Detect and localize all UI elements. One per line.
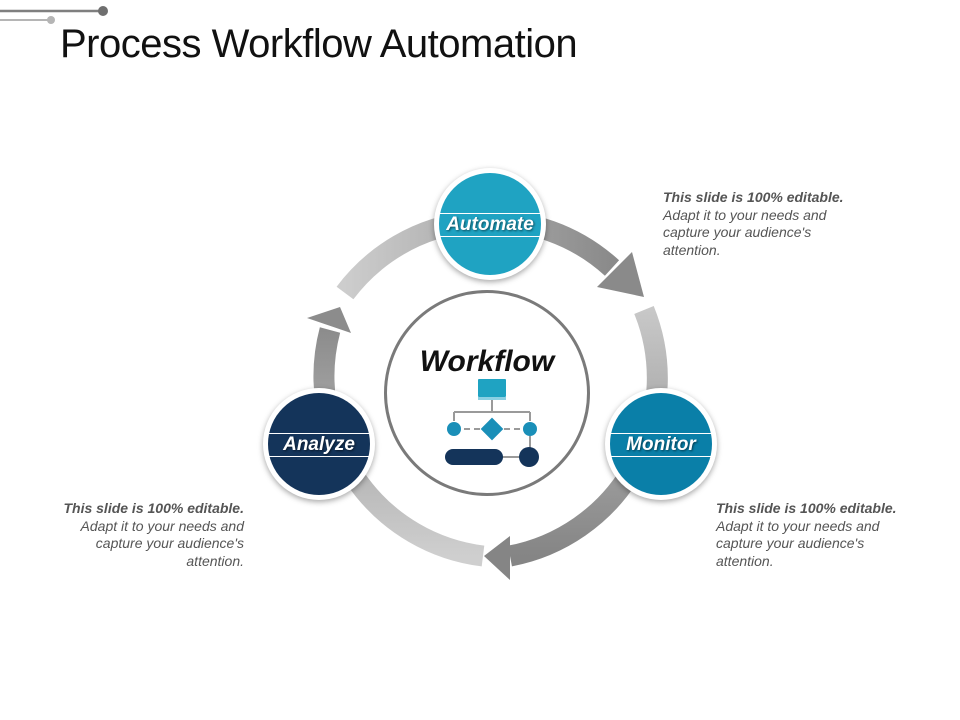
- note-bottom-right-body: Adapt it to your needs and capture your …: [716, 517, 880, 569]
- node-monitor-label: Monitor: [626, 434, 696, 455]
- note-bottom-left-body: Adapt it to your needs and capture your …: [80, 517, 244, 569]
- workflow-flowchart-icon: [445, 379, 539, 467]
- arrow-head-left: [307, 307, 351, 333]
- page-title: Process Workflow Automation: [60, 22, 578, 66]
- note-bottom-right: This slide is 100% editable. Adapt it to…: [716, 500, 911, 570]
- node-automate: Automate: [434, 168, 546, 280]
- arrow-head-right: [484, 536, 510, 580]
- center-workflow-circle: Workflow: [384, 290, 590, 496]
- node-analyze-circle: Analyze: [266, 393, 372, 495]
- node-monitor: Monitor: [605, 388, 717, 500]
- node-monitor-circle: Monitor: [608, 393, 714, 495]
- note-top-right-heading: This slide is 100% editable.: [663, 189, 844, 205]
- note-bottom-left-heading: This slide is 100% editable.: [63, 500, 244, 516]
- corner-decoration: [0, 6, 108, 24]
- node-automate-label: Automate: [446, 214, 534, 235]
- arrow-head-top: [597, 252, 644, 297]
- node-automate-band: [437, 213, 543, 237]
- center-label: Workflow: [419, 345, 555, 378]
- note-top-right-body: Adapt it to your needs and capture your …: [663, 206, 827, 258]
- node-monitor-band: [608, 433, 714, 457]
- node-automate-circle: Automate: [437, 173, 543, 275]
- note-top-right: This slide is 100% editable. Adapt it to…: [663, 189, 853, 259]
- node-analyze: Analyze: [263, 388, 375, 500]
- note-bottom-right-heading: This slide is 100% editable.: [716, 500, 897, 516]
- node-analyze-label: Analyze: [283, 434, 355, 455]
- node-analyze-band: [266, 433, 372, 457]
- note-bottom-left: This slide is 100% editable. Adapt it to…: [44, 500, 244, 570]
